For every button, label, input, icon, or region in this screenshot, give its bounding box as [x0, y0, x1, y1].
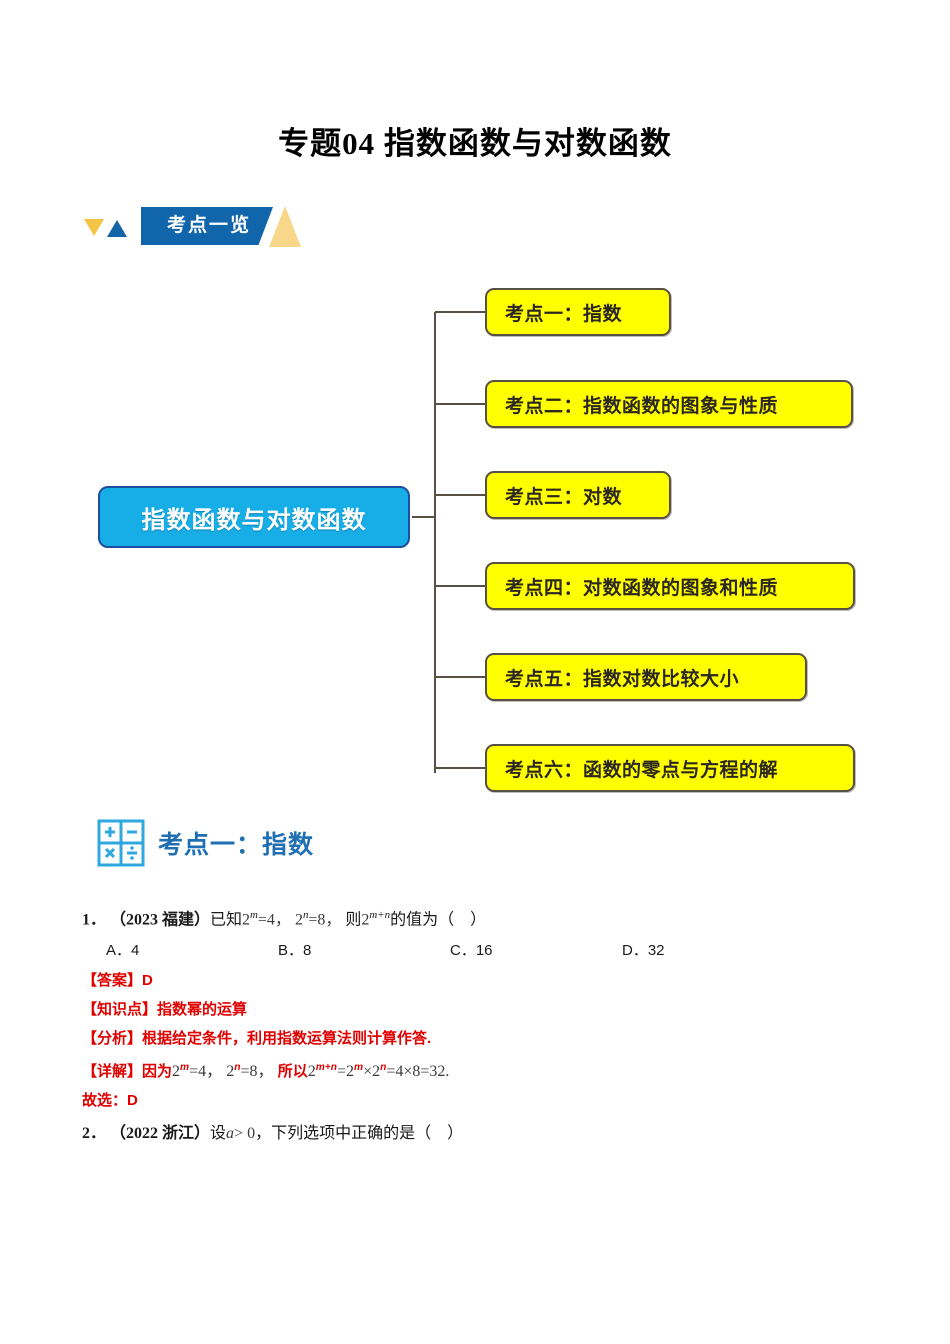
question-1-stem: 1． （2023 福建）已知2m=4， 2n=8， 则2m+n的值为（ ） — [82, 900, 872, 935]
mindmap-node-2: 考点二：指数函数的图象与性质 — [485, 380, 853, 428]
solution-tail: =4×8=32. — [386, 1063, 450, 1081]
mindmap-node-1: 考点一：指数 — [485, 288, 671, 336]
mindmap-root-label: 指数函数与对数函数 — [141, 506, 367, 534]
option-a[interactable]: A．4 — [106, 942, 140, 960]
mindmap-root-node: 指数函数与对数函数 — [98, 486, 410, 548]
question-2-stem: 2． （2022 浙江）设a> 0，下列选项中正确的是（ ） — [82, 1119, 872, 1149]
solution-math-5-base: 2 — [372, 1063, 381, 1081]
overview-badge-label: 考点一览 — [141, 207, 274, 245]
solution-math-3-eq: = — [336, 1063, 347, 1081]
question-2-stem-suffix: ，下列选项中正确的是（ ） — [255, 1125, 464, 1143]
mindmap-node-5-label: 考点五：指数对数比较大小 — [505, 668, 740, 690]
solution-mid: 所以 — [277, 1063, 308, 1081]
solution-math-4-exp: m — [354, 1062, 364, 1074]
question-1-math-2-base: 2 — [294, 911, 303, 929]
question-1-stem-prefix: 已知 — [210, 911, 243, 929]
choose-label: 故选： — [82, 1092, 128, 1110]
solution-math-4-base: 2 — [346, 1063, 355, 1081]
mindmap-node-6-label: 考点六：函数的零点与方程的解 — [505, 759, 779, 781]
knowledge-label: 【知识点】 — [82, 1001, 158, 1019]
mindmap-node-6: 考点六：函数的零点与方程的解 — [485, 744, 855, 792]
mindmap-connectors — [412, 311, 485, 773]
question-2-math-var: a — [226, 1125, 235, 1143]
question-2-math-rel: > 0 — [234, 1125, 256, 1143]
option-d[interactable]: D．32 — [622, 942, 665, 960]
question-1-number: 1． — [82, 911, 107, 929]
solution-math-2-exp: n — [234, 1062, 241, 1074]
mindmap-node-5: 考点五：指数对数比较大小 — [485, 653, 807, 701]
question-1-stem-mid: 则 — [345, 911, 362, 929]
option-c[interactable]: C．16 — [450, 942, 493, 960]
mindmap-node-3: 考点三：对数 — [485, 471, 671, 519]
question-body: 1． （2023 福建）已知2m=4， 2n=8， 则2m+n的值为（ ） A．… — [82, 900, 872, 1149]
question-1-knowledge: 【知识点】指数幂的运算 — [82, 995, 872, 1024]
overview-badge-row: 考点一览 — [84, 203, 302, 249]
triangle-accent-icon — [269, 205, 302, 247]
question-1-math-1-eq: =4， — [257, 911, 291, 929]
solution-math-2-base: 2 — [226, 1063, 235, 1081]
question-1-choose: 故选：D — [82, 1086, 872, 1115]
mindmap-node-4-label: 考点四：对数函数的图象和性质 — [505, 577, 779, 599]
choose-value: D — [127, 1092, 138, 1110]
mindmap-node-2-label: 考点二：指数函数的图象与性质 — [505, 395, 779, 417]
question-1-solution: 【详解】因为2m=4， 2n=8， 所以2m+n=2m×2n=4×8=32. — [82, 1053, 872, 1086]
solution-math-4-op: × — [363, 1063, 373, 1081]
section-heading: 考点一：指数 — [96, 818, 314, 868]
answer-label: 【答案】 — [82, 972, 143, 990]
mindmap: 指数函数与对数函数 考点一：指数 考点二：指数函数的图象与性质 考点三：对数 考… — [80, 268, 880, 793]
question-2-number: 2． — [82, 1125, 107, 1143]
solution-math-1-eq: =4， — [189, 1063, 223, 1081]
question-1-math-3-base: 2 — [361, 911, 370, 929]
triangle-down-icon — [84, 218, 104, 236]
question-1-answer: 【答案】D — [82, 966, 872, 995]
question-1-analysis: 【分析】根据给定条件，利用指数运算法则计算作答. — [82, 1024, 872, 1053]
analysis-value: 根据给定条件，利用指数运算法则计算作答. — [142, 1030, 432, 1048]
question-2-stem-prefix: 设 — [210, 1125, 227, 1143]
answer-value: D — [142, 972, 153, 990]
section-heading-label: 考点一：指数 — [158, 831, 315, 859]
question-1-source: （2023 福建） — [110, 911, 211, 929]
solution-math-1-exp: m — [180, 1062, 190, 1074]
solution-math-3-base: 2 — [307, 1063, 316, 1081]
question-1-math-2-exp: n — [302, 909, 309, 921]
option-b[interactable]: B．8 — [278, 942, 312, 960]
solution-prefix: 因为 — [142, 1063, 173, 1081]
knowledge-value: 指数幂的运算 — [157, 1001, 248, 1019]
question-1-stem-suffix: 的值为（ ） — [390, 911, 487, 929]
analysis-label: 【分析】 — [82, 1030, 143, 1048]
mindmap-node-4: 考点四：对数函数的图象和性质 — [485, 562, 855, 610]
solution-label: 【详解】 — [82, 1063, 143, 1081]
solution-math-3-exp: m+n — [315, 1062, 337, 1074]
solution-math-5-exp: n — [380, 1062, 387, 1074]
solution-math-2-eq: =8， — [240, 1063, 274, 1081]
question-1-options: A．4 B．8 C．16 D．32 — [106, 939, 872, 960]
question-1-math-1-base: 2 — [242, 911, 251, 929]
mindmap-node-3-label: 考点三：对数 — [505, 486, 623, 508]
question-1-math-2-eq: =8， — [308, 911, 342, 929]
calculator-icon — [97, 819, 145, 867]
question-1-math-1-exp: m — [250, 909, 258, 921]
solution-math-1-base: 2 — [172, 1063, 181, 1081]
question-2-source: （2022 浙江） — [110, 1125, 211, 1143]
question-1-math-3-exp: m+n — [369, 909, 391, 921]
page-title: 专题04 指数函数与对数函数 — [278, 126, 672, 161]
mindmap-node-1-label: 考点一：指数 — [505, 303, 623, 325]
triangle-up-icon — [107, 219, 127, 237]
